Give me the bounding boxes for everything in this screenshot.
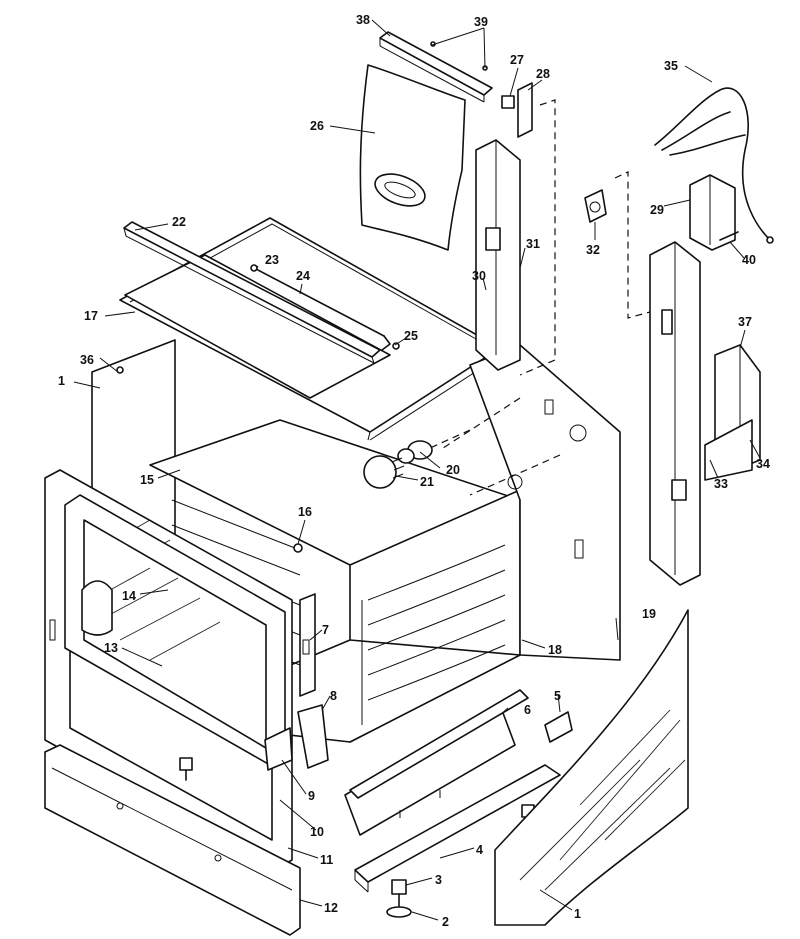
lamp-bracket [584,189,607,223]
floor-plate [349,689,529,799]
callout-32: 32 [586,243,600,257]
callout-38: 38 [356,13,370,27]
callout-13: 13 [104,641,118,655]
callout-26: 26 [310,119,324,133]
callout-10: 10 [310,825,324,839]
callout-34: 34 [756,457,770,471]
bottom-rail [354,764,561,893]
hinge-bracket [299,593,316,697]
callout-17: 17 [84,309,98,323]
callout-14: 14 [122,589,136,603]
callout-23: 23 [265,253,279,267]
oven-light-socket [397,440,433,464]
wire-harness [654,87,774,244]
callout-1: 1 [58,374,65,388]
callout-35: 35 [664,59,678,73]
rack-support [293,543,303,553]
small-bracket [544,711,573,743]
front-trim-bar [123,221,381,364]
right-control-channel [649,241,701,586]
callout-1: 1 [574,907,581,921]
callout-15: 15 [140,473,154,487]
vent-duct [359,64,466,251]
callout-5: 5 [554,689,561,703]
callout-39: 39 [474,15,488,29]
switch [501,95,515,109]
callout-27: 27 [510,53,524,67]
callout-22: 22 [172,215,186,229]
switch-plate [517,82,533,138]
callout-12: 12 [324,901,338,915]
mount-bracket [704,419,753,481]
leader-lines [73,19,761,921]
lower-front-panel [44,744,301,936]
callout-2: 2 [442,915,449,929]
control-channel [475,139,521,371]
door-window-frame [64,494,286,766]
oven-light-bulb [363,455,405,489]
harness-clip [719,231,739,241]
callout-18: 18 [548,643,562,657]
side-bracket [297,704,329,769]
leveling-leg [386,879,412,918]
screw [116,366,124,374]
callout-28: 28 [536,67,550,81]
insulation-sheet [124,254,391,399]
callout-24: 24 [296,269,310,283]
callout-16: 16 [298,505,312,519]
leveling-leg [179,757,193,781]
callout-30: 30 [472,269,486,283]
harness-cover [689,174,736,251]
screw [392,342,400,350]
callout-40: 40 [742,253,756,267]
callout-6: 6 [524,703,531,717]
callout-7: 7 [322,623,329,637]
callout-20: 20 [446,463,460,477]
right-side-panel [494,609,689,926]
callout-29: 29 [650,203,664,217]
callout-labels: 1 1 2 3 4 5 6 7 8 9 10 11 12 13 14 15 16… [58,13,770,929]
callout-21: 21 [420,475,434,489]
callout-37: 37 [738,315,752,329]
callout-9: 9 [308,789,315,803]
callout-33: 33 [714,477,728,491]
callout-25: 25 [404,329,418,343]
callout-11: 11 [320,853,333,867]
vent-trim [379,31,493,103]
callout-19: 19 [642,607,656,621]
callout-3: 3 [435,873,442,887]
alignment-lines [429,99,651,496]
callout-31: 31 [526,237,540,251]
door-panel-frame [264,727,293,771]
callout-4: 4 [476,843,483,857]
callout-8: 8 [330,689,337,703]
callout-36: 36 [80,353,94,367]
